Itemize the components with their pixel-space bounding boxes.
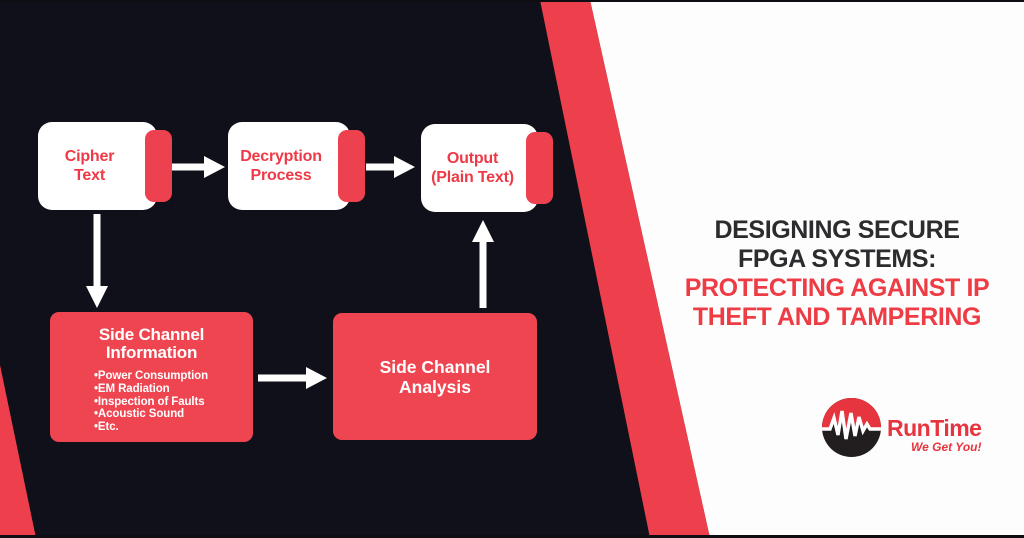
pulse-waveform-icon [822, 398, 881, 457]
red-tab [526, 132, 553, 204]
bullet-item: •EM Radiation [94, 382, 170, 395]
bullet-item: •Inspection of Faults [94, 395, 205, 408]
bullet-item: •Acoustic Sound [94, 408, 185, 421]
runtime-logo: RunTime We Get You! [822, 398, 982, 457]
output-line2: (Plain Text) [431, 169, 514, 186]
cipher-text-label: Cipher Text [65, 147, 130, 185]
info-title-line1: Side Channel [98, 325, 205, 344]
arrow-decryption-to-output-icon [366, 156, 415, 178]
side-channel-information-node: Side Channel Information •Power Consumpt… [50, 312, 253, 442]
decryption-process-node: Decryption Process [228, 122, 365, 210]
arrow-cipher-to-decryption-icon [172, 156, 225, 178]
side-channel-analysis-title: Side Channel Analysis [380, 357, 491, 397]
arrow-cipher-to-sideinfo-icon [86, 214, 108, 308]
article-headline: DESIGNING SECURE FPGA SYSTEMS: PROTECTIN… [650, 216, 1024, 332]
headline-line-1: DESIGNING SECURE [714, 216, 960, 244]
cipher-text-node: Cipher Text [38, 122, 172, 210]
headline-line-2: FPGA SYSTEMS: [737, 245, 937, 273]
output-line1: Output [446, 150, 499, 167]
logo-tagline: We Get You! [911, 440, 982, 454]
cipher-line1: Cipher [64, 148, 115, 165]
arrow-analysis-to-output-icon [472, 220, 494, 308]
output-label: Output (Plain Text) [431, 149, 528, 187]
analysis-line1: Side Channel [379, 356, 491, 377]
analysis-line2: Analysis [399, 376, 471, 397]
side-channel-information-bullets: •Power Consumption •EM Radiation •Inspec… [50, 370, 253, 434]
output-node: Output (Plain Text) [421, 124, 553, 212]
bottom-edge-line [0, 535, 1024, 538]
decryption-line2: Process [250, 167, 312, 184]
decryption-process-label: Decryption Process [240, 147, 338, 185]
arrow-sideinfo-to-analysis-icon [258, 367, 327, 389]
bullet-item: •Power Consumption [94, 370, 209, 382]
red-tab [338, 130, 365, 202]
top-edge-line [0, 0, 1024, 2]
headline-line-3: PROTECTING AGAINST IP [684, 274, 990, 302]
logo-text-block: RunTime We Get You! [887, 415, 982, 457]
decryption-line1: Decryption [240, 148, 322, 165]
side-channel-information-title: Side Channel Information [50, 326, 253, 362]
side-channel-analysis-node: Side Channel Analysis [333, 313, 537, 440]
logo-wordmark: RunTime [887, 415, 982, 441]
cipher-line2: Text [74, 167, 105, 184]
info-title-line2: Information [105, 343, 198, 362]
bullet-item: •Etc. [94, 421, 119, 434]
headline-line-4: THEFT AND TAMPERING [692, 303, 982, 331]
red-tab [145, 130, 172, 202]
